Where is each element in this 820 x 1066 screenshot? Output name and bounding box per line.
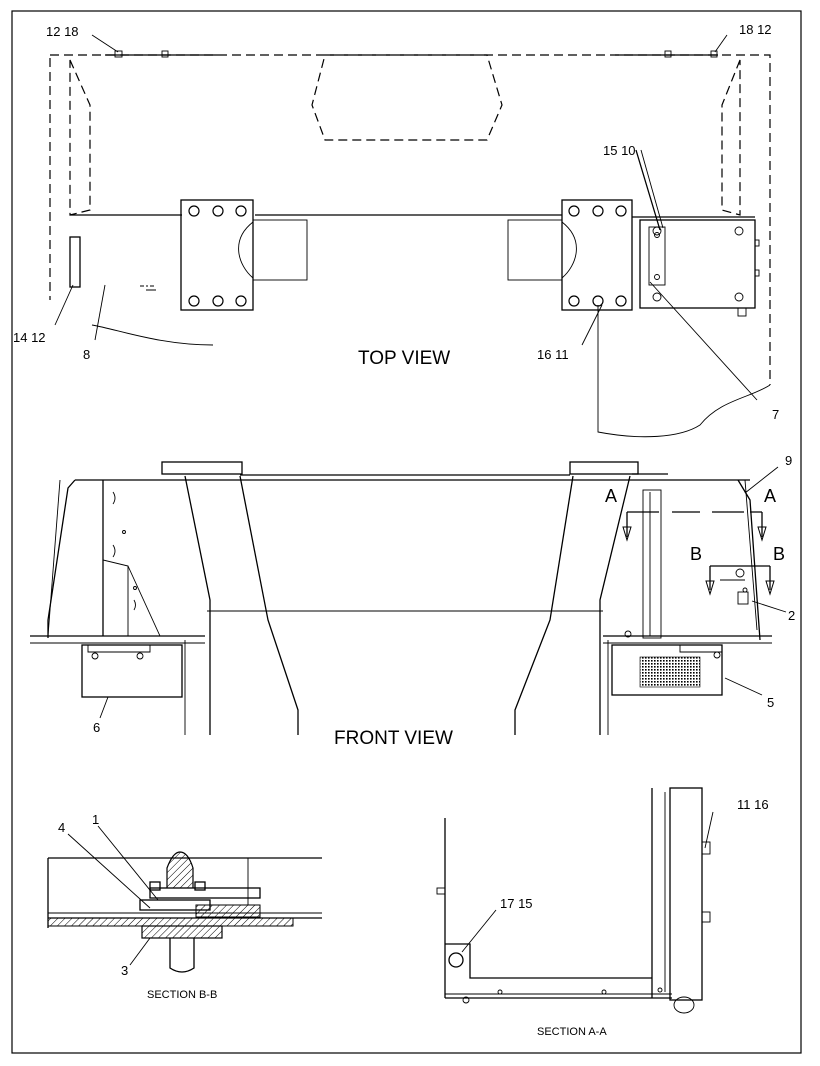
callout-9: 9 bbox=[785, 453, 792, 468]
callout-2: 2 bbox=[788, 608, 795, 623]
callout-5: 5 bbox=[767, 695, 774, 710]
section-b-b-label: SECTION B-B bbox=[147, 989, 217, 1001]
section-a-marker-left: A bbox=[605, 486, 617, 506]
top-view-label: TOP VIEW bbox=[358, 348, 450, 369]
section-a-marker-right: A bbox=[764, 486, 776, 506]
top-view bbox=[49, 34, 771, 438]
callout-17-15: 17 15 bbox=[500, 896, 533, 911]
section-b-b bbox=[47, 825, 322, 973]
callout-16-11: 16 11 bbox=[537, 347, 569, 362]
front-view bbox=[30, 461, 787, 735]
section-a-a bbox=[436, 787, 714, 1014]
callout-8: 8 bbox=[83, 347, 90, 362]
callout-6: 6 bbox=[93, 720, 100, 735]
callout-3: 3 bbox=[121, 963, 128, 978]
callout-4: 4 bbox=[58, 820, 65, 835]
callout-14-12: 14 12 bbox=[13, 330, 46, 345]
callout-12-18: 12 18 bbox=[46, 24, 79, 39]
section-a-a-label: SECTION A-A bbox=[537, 1026, 607, 1038]
callout-7: 7 bbox=[772, 407, 779, 422]
section-b-marker-left: B bbox=[690, 544, 702, 564]
callout-18-12: 18 12 bbox=[739, 22, 772, 37]
front-view-label: FRONT VIEW bbox=[334, 728, 453, 749]
section-b-marker-right: B bbox=[773, 544, 785, 564]
drawing-border bbox=[11, 10, 802, 1054]
callout-15-10: 15 10 bbox=[603, 143, 636, 158]
callout-11-16: 11 16 bbox=[737, 797, 769, 812]
callout-1: 1 bbox=[92, 812, 99, 827]
